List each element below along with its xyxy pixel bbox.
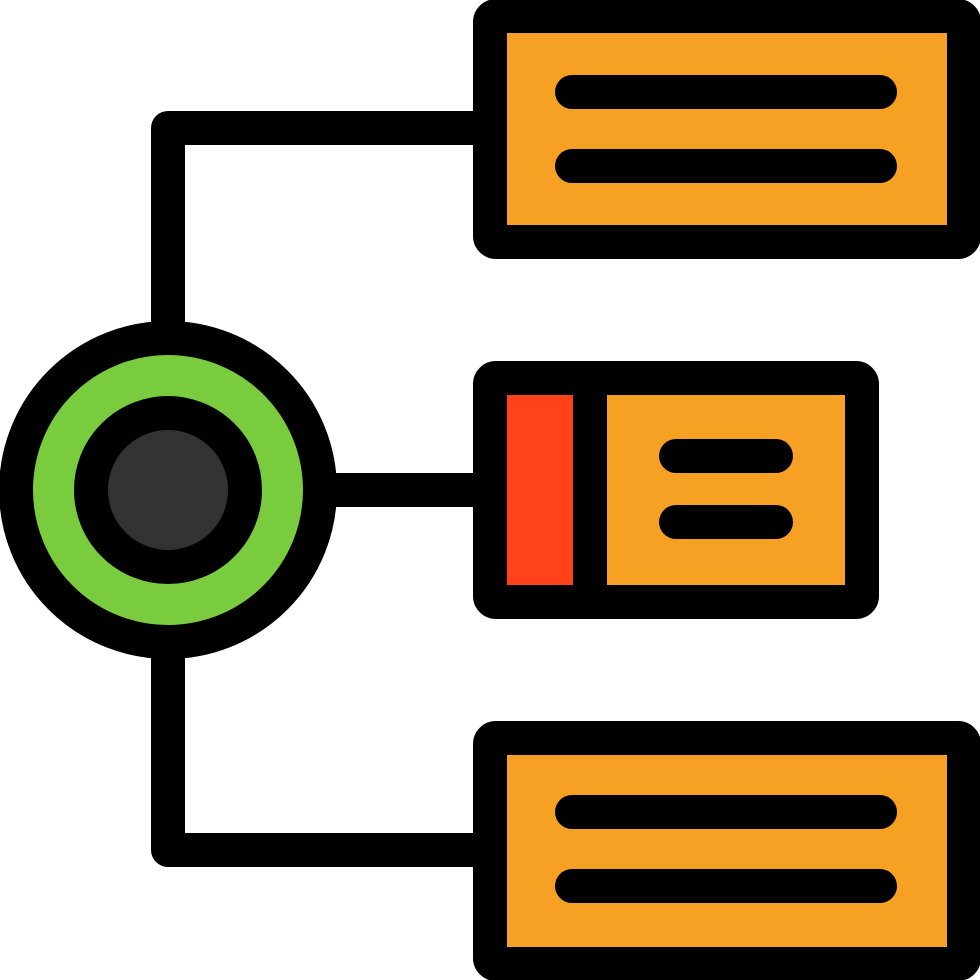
top-card: [473, 0, 980, 259]
hub-node: [0, 321, 337, 659]
connector-bottom: [151, 635, 493, 867]
connector-top: [151, 111, 493, 345]
bottom-card-body: [473, 721, 980, 980]
hub-node-core: [74, 396, 262, 584]
connectors: [151, 111, 493, 867]
top-card-body: [473, 0, 980, 259]
bottom-card: [473, 721, 980, 980]
middle-card: [473, 361, 879, 619]
